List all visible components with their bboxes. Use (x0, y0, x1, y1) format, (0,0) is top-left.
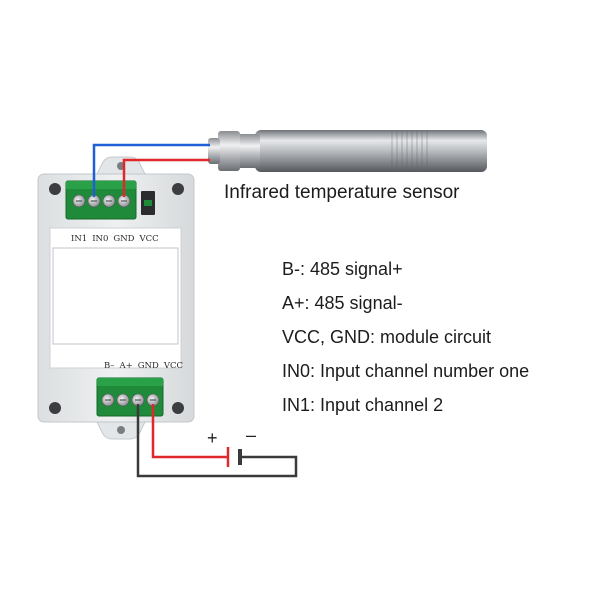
front-window (52, 247, 179, 345)
negative-terminal-label: – (246, 425, 257, 445)
battery-symbol-icon (226, 447, 242, 467)
bottom-tab-hole-icon (117, 426, 125, 434)
pin-label-b-minus: B– (104, 361, 115, 371)
cable-gland-tip (208, 138, 220, 164)
pin-note-b-minus: B-: 485 signal+ (282, 259, 403, 279)
mounting-hole-icon (172, 183, 184, 195)
red-wire-sensor (122, 158, 210, 197)
probe-collar (238, 134, 260, 168)
bottom-terminal-block (96, 377, 164, 417)
pin-note-in1: IN1: Input channel 2 (282, 395, 444, 415)
pin-note-in0: IN0: Input channel number one (282, 361, 530, 381)
mounting-hole-icon (172, 402, 184, 414)
red-wire-power (151, 404, 228, 459)
blue-wire (92, 143, 210, 197)
top-terminal-block (65, 180, 155, 220)
cable-gland-nut (218, 131, 240, 171)
probe-thread-icon (391, 131, 428, 171)
pin-label-vcc: VCC (163, 361, 183, 371)
dark-wire-power (136, 404, 298, 478)
pin-label-gnd: GND (113, 234, 135, 244)
positive-terminal-label: + (207, 428, 218, 448)
module-enclosure (37, 156, 195, 440)
pin-note-a-plus: A+: 485 signal- (282, 293, 403, 313)
probe-tip (382, 130, 487, 172)
mounting-hole-icon (49, 402, 61, 414)
temperature-sensor (208, 130, 487, 172)
pin-label-a-plus: A+ (119, 361, 133, 371)
pin-label-gnd: GND (137, 361, 159, 371)
top-terminal-labels: IN1 IN0 GND VCC (71, 234, 159, 244)
mounting-hole-icon (49, 183, 61, 195)
pin-label-vcc: VCC (139, 234, 159, 244)
pin-label-in1: IN1 (71, 234, 88, 244)
bottom-terminal-labels: B– A+ GND VCC (104, 361, 183, 371)
sensor-caption: Infrared temperature sensor (224, 182, 460, 203)
pin-label-in0: IN0 (92, 234, 109, 244)
pin-note-vcc-gnd: VCC, GND: module circuit (282, 327, 492, 347)
